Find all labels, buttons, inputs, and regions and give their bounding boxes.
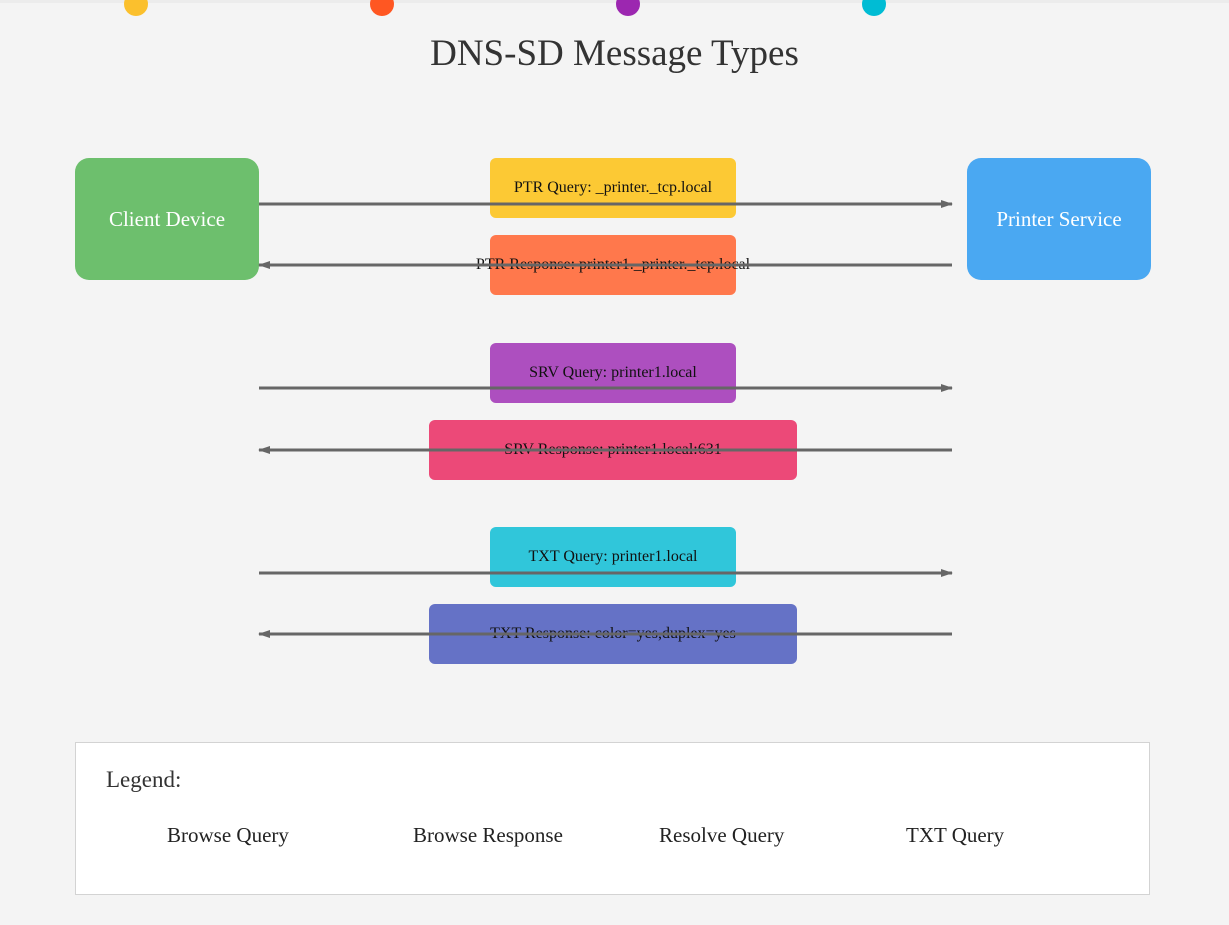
message-ptr-query: PTR Query: _printer._tcp.local <box>490 158 736 218</box>
legend-color-dot-browse-query <box>124 0 148 16</box>
legend-color-dot-txt-query <box>862 0 886 16</box>
legend-color-dot-resolve-query <box>616 0 640 16</box>
printer-service-node: Printer Service <box>967 158 1151 280</box>
legend-color-dot-browse-response <box>370 0 394 16</box>
legend-item-browse-query: Browse Query <box>167 823 289 847</box>
message-txt-query: TXT Query: printer1.local <box>490 527 736 587</box>
legend-item-browse-response: Browse Response <box>413 823 563 847</box>
legend-title: Legend: <box>106 767 182 792</box>
legend-box: Legend: Browse Query Browse Response Res… <box>75 742 1150 895</box>
top-border <box>0 0 1229 3</box>
message-srv-query: SRV Query: printer1.local <box>490 343 736 403</box>
legend-item-txt-query: TXT Query <box>906 823 1005 847</box>
legend-item-resolve-query: Resolve Query <box>659 823 785 847</box>
diagram-title: DNS-SD Message Types <box>430 33 799 74</box>
client-device-node: Client Device <box>75 158 259 280</box>
